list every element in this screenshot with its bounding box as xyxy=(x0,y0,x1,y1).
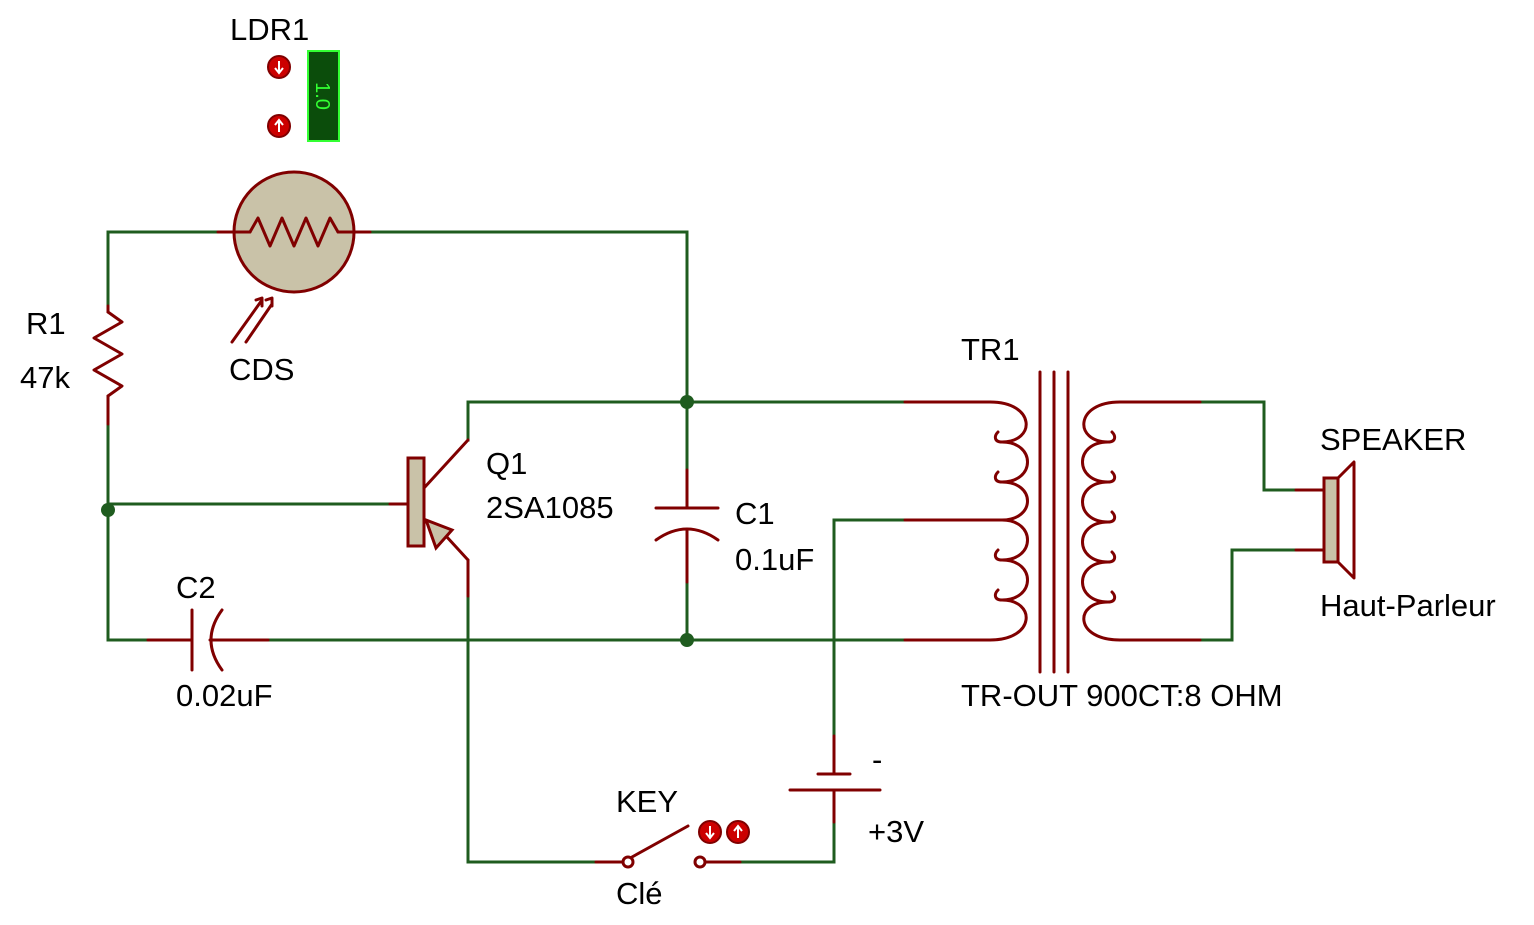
battery-value: +3V xyxy=(868,814,924,849)
r1-resistor[interactable]: R1 47k xyxy=(20,304,124,426)
speaker-magnet xyxy=(1322,476,1340,564)
q1-ref: Q1 xyxy=(486,446,527,481)
key-switch[interactable]: KEY Clé xyxy=(594,784,750,911)
wires xyxy=(106,230,1298,864)
c1-capacitor[interactable]: C1 0.1uF xyxy=(654,468,814,584)
q1-transistor[interactable]: Q1 2SA1085 xyxy=(388,438,614,598)
ldr-resistor-zigzag xyxy=(234,216,354,248)
q1-collector-lead xyxy=(422,438,470,490)
key-switch-lever xyxy=(630,824,690,859)
ldr1-component[interactable]: 1.0 LDR1 CDS xyxy=(216,12,372,387)
ldr-light-indicator xyxy=(307,50,340,142)
c1-value: 0.1uF xyxy=(735,542,814,577)
c2-value: 0.02uF xyxy=(176,678,273,713)
ldr-body xyxy=(232,170,356,294)
junction-bottom-node xyxy=(680,633,694,647)
r1-value: 47k xyxy=(20,360,70,395)
junction-base-node xyxy=(101,503,115,517)
q1-base-bar xyxy=(406,456,426,548)
tr1-value: TR-OUT 900CT:8 OHM xyxy=(961,678,1283,713)
q1-value: 2SA1085 xyxy=(486,490,614,525)
q1-emitter-arrow-icon xyxy=(423,517,455,551)
speaker-cone-icon xyxy=(1336,460,1356,580)
tr1-ref: TR1 xyxy=(961,332,1020,367)
junction-collector-node xyxy=(680,395,694,409)
battery-minus-label: - xyxy=(872,742,882,777)
key-ref: KEY xyxy=(616,784,678,819)
c2-capacitor[interactable]: C2 0.02uF xyxy=(146,570,273,713)
r1-zigzag xyxy=(92,310,124,398)
r1-ref: R1 xyxy=(26,306,66,341)
speaker-component[interactable]: SPEAKER Haut-Parleur xyxy=(1294,422,1496,623)
ldr-light-level: 1.0 xyxy=(311,82,333,110)
q1-emitter-lead xyxy=(444,534,470,562)
c1-ref: C1 xyxy=(735,496,775,531)
battery-component[interactable]: - +3V xyxy=(788,734,924,849)
ldr1-value: CDS xyxy=(229,352,294,387)
ldr1-ref: LDR1 xyxy=(230,12,309,47)
junction-dots xyxy=(101,395,694,647)
c2-ref: C2 xyxy=(176,570,216,605)
light-arrows-icon xyxy=(230,296,274,344)
speaker-ref: SPEAKER xyxy=(1320,422,1466,457)
tr1-transformer[interactable]: TR1 TR-OUT 900CT:8 OHM xyxy=(903,332,1283,713)
speaker-value: Haut-Parleur xyxy=(1320,588,1496,623)
key-value: Clé xyxy=(616,876,663,911)
